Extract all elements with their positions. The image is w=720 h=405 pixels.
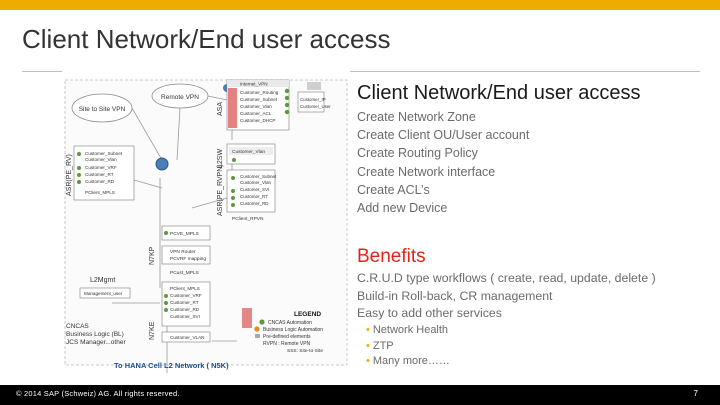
svg-text:CNCAS Automation: CNCAS Automation (268, 320, 312, 326)
bottom-network-label: To HANA Cell L2 Network ( N5K) (114, 361, 229, 370)
svg-text:Customer_SVI: Customer_SVI (170, 314, 200, 319)
site-to-site-label: Site to Site VPN (79, 106, 126, 113)
svg-text:Customer_Vlan: Customer_Vlan (85, 157, 117, 162)
list-item: Create Client OU/User account (357, 128, 530, 143)
pcust-mpls-label: PCust_MPLS (170, 270, 199, 276)
n7ke-label: N7KE (149, 321, 156, 340)
customer-user-box: Customer_IP Customer_User (297, 82, 331, 113)
svg-text:PClient_MPLS: PClient_MPLS (85, 190, 115, 195)
svg-text:Customer_RT: Customer_RT (85, 172, 114, 177)
svg-text:Customer_ACL: Customer_ACL (240, 111, 272, 116)
customer-vlan-box: Customer_VLAN (161, 331, 211, 343)
list-item: C.R.U.D type workflows ( create, read, u… (357, 271, 656, 285)
bullet-icon: • (366, 339, 370, 352)
svg-text:Pre-defined elements: Pre-defined elements (263, 334, 311, 340)
firewall-icon (228, 88, 237, 128)
svg-text:JCS Manager...other: JCS Manager...other (66, 339, 126, 346)
asa-label: ASA (217, 102, 224, 116)
svg-text:Internet_VPN: Internet_VPN (240, 82, 268, 87)
action-list: Create Network Zone Create Client OU/Use… (357, 108, 707, 217)
svg-text:SSS: Site-to-Site: SSS: Site-to-Site (287, 348, 323, 354)
svg-text:PClient_MPLS: PClient_MPLS (170, 286, 200, 291)
n7k-label: N7KP (149, 246, 156, 265)
sub-benefits-list: •Network Health •ZTP •Many more…… (366, 323, 450, 370)
left-stack: CNCAS Business Logic (BL) JCS Manager...… (66, 323, 126, 346)
rvpn-box: Customer_Subnet Customer_Vlan Customer_S… (226, 169, 277, 213)
pclient-rvpn-label: PClient_RPVN (232, 216, 264, 222)
asr-rvpn-label: ASR(PE_RVPN) (217, 164, 224, 216)
list-item: Create ACL’s (357, 182, 430, 197)
l2sw-box: Customer_Vlan (226, 143, 276, 165)
bullet-icon: • (366, 355, 370, 367)
list-item: Build-in Roll-back, CR management (357, 288, 553, 303)
list-item: Create Network interface (357, 164, 496, 179)
svg-text:Management_user: Management_user (84, 291, 123, 296)
legend: LEGEND CNCAS Automation Business Logic A… (254, 311, 323, 354)
asr-pe-label: ASR(PE_RV) (66, 154, 73, 196)
svg-text:Customer_Routing: Customer_Routing (240, 90, 279, 95)
benefits-heading: Benefits (357, 246, 426, 267)
left-asr-box: Customer_Subnet Customer_Vlan Customer_V… (73, 145, 135, 201)
svg-text:Customer_Subnet: Customer_Subnet (240, 174, 277, 179)
svg-text:PCVE_MPLS: PCVE_MPLS (170, 231, 199, 237)
svg-text:PCVRF mapping: PCVRF mapping (170, 256, 206, 262)
svg-text:Customer_RT: Customer_RT (170, 300, 199, 305)
server-icon (242, 308, 252, 328)
list-item: •ZTP (366, 339, 394, 352)
svg-text:LEGEND: LEGEND (294, 311, 321, 318)
bullet-icon: • (366, 324, 370, 336)
page-title: Client Network/End user access (22, 24, 391, 54)
mgmt-user-box: Management_user (79, 287, 131, 299)
svg-text:Customer_Vlan: Customer_Vlan (240, 180, 272, 185)
top-accent-bar (0, 0, 720, 10)
title-divider-right (350, 71, 700, 72)
svg-text:Customer_VRF: Customer_VRF (170, 293, 202, 298)
svg-text:Customer_VLAN: Customer_VLAN (170, 335, 204, 340)
internet-vpn-box: Internet_VPN Customer_Routing Customer_S… (226, 79, 290, 131)
svg-text:Customer_Subnet: Customer_Subnet (85, 151, 123, 156)
network-diagram: Site to Site VPN Remote VPN ASA L2SW ASR… (62, 78, 350, 385)
svg-text:Customer_VRF: Customer_VRF (85, 165, 117, 170)
svg-text:Customer_RT: Customer_RT (240, 194, 268, 199)
server-icon (307, 82, 321, 90)
list-item: Add new Device (357, 201, 448, 216)
svg-text:Customer_DHCP: Customer_DHCP (240, 118, 275, 123)
list-item: •Many more…… (366, 355, 450, 367)
n7k-box: PCVE_MPLS (161, 225, 211, 241)
list-item: •Network Health (366, 324, 449, 336)
svg-text:Business Logic Automation: Business Logic Automation (263, 327, 323, 333)
svg-text:Customer_SVI: Customer_SVI (240, 187, 269, 192)
svg-text:Business Logic (BL): Business Logic (BL) (66, 331, 124, 338)
title-divider-left (22, 71, 62, 72)
l2mgmt-label: L2Mgmt (90, 277, 115, 284)
list-item: Create Network Zone (357, 110, 476, 124)
pclient-mpls-box: PClient_MPLS Customer_VRF Customer_RT Cu… (161, 281, 211, 327)
svg-text:Customer_RD: Customer_RD (85, 179, 115, 184)
list-item: Easy to add other services (357, 306, 502, 321)
svg-text:Customer_IP: Customer_IP (300, 97, 326, 102)
copyright-text: © 2014 SAP (Schweiz) AG. All rights rese… (16, 389, 180, 398)
svg-text:Customer_RD: Customer_RD (170, 307, 200, 312)
list-item: Create Routing Policy (357, 146, 478, 161)
benefits-list: C.R.U.D type workflows ( create, read, u… (357, 270, 707, 323)
svg-text:Customer_Vlan: Customer_Vlan (232, 149, 265, 155)
svg-text:RVPN : Remote VPN: RVPN : Remote VPN (263, 341, 311, 347)
l2sw-label: L2SW (217, 149, 224, 168)
svg-text:VPN Router: VPN Router (170, 249, 196, 255)
svg-text:Customer_User: Customer_User (300, 104, 331, 109)
site-to-site-cloud: Site to Site VPN (71, 93, 133, 123)
section-title: Client Network/End user access (357, 82, 641, 104)
svg-text:Customer_Subnet: Customer_Subnet (240, 97, 278, 102)
vpn-router-stack: VPN Router PCVRF mapping (161, 245, 211, 265)
svg-text:Customer_Vlan: Customer_Vlan (240, 104, 272, 109)
remote-vpn-label: Remote VPN (161, 94, 199, 101)
svg-text:Customer_RD: Customer_RD (240, 201, 269, 206)
svg-text:CNCAS: CNCAS (66, 323, 89, 330)
remote-vpn-cloud: Remote VPN (151, 83, 209, 109)
page-number: 7 (693, 389, 698, 398)
router-icon (155, 157, 169, 171)
footer-bar: © 2014 SAP (Schweiz) AG. All rights rese… (0, 385, 720, 405)
